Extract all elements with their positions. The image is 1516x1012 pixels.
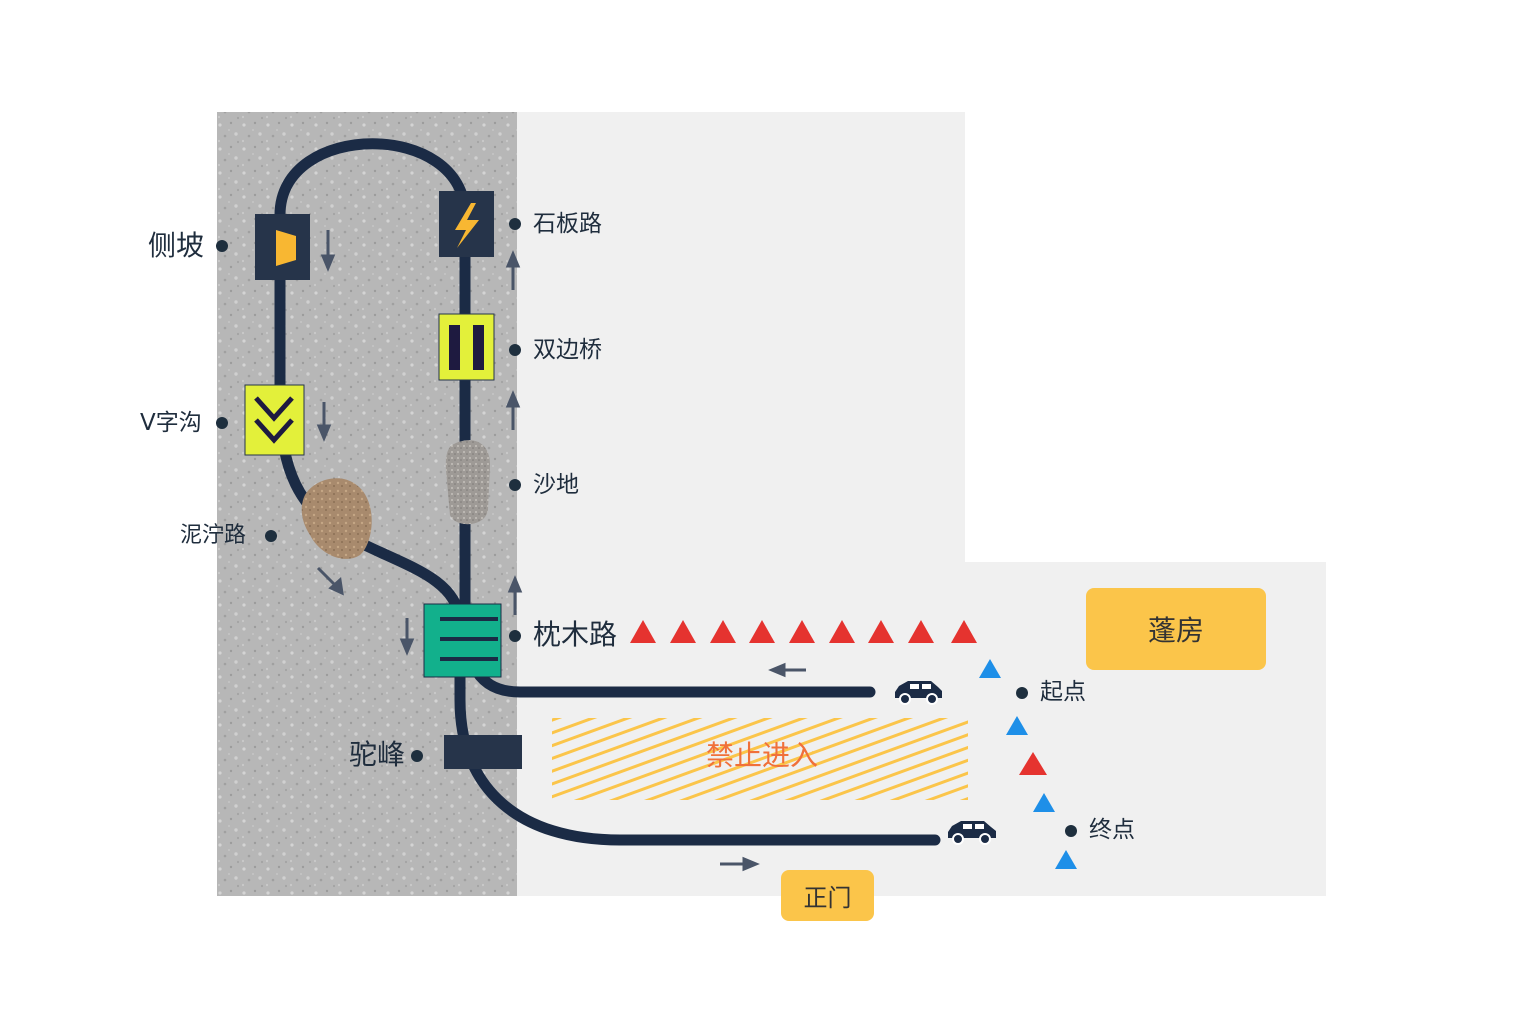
arrow-diag-icon (316, 566, 344, 596)
arrow-up-icon (507, 575, 523, 615)
track-exit (274, 394, 941, 846)
label-side-slope: 侧坡 (148, 229, 205, 262)
arrow-down-icon (399, 618, 415, 656)
blue-cones (979, 659, 1077, 869)
cone-red-icon (951, 620, 977, 643)
label-dot (1065, 825, 1077, 837)
label-mud-road: 泥泞路 (180, 523, 247, 548)
arrow-left-icon (768, 662, 806, 678)
arrow-right-icon (720, 856, 760, 872)
arrow-down-icon (316, 402, 332, 442)
label-finish: 终点 (1089, 817, 1135, 843)
label-dot (509, 630, 521, 642)
double-bridge-icon (438, 313, 495, 381)
cone-red-icon (908, 620, 934, 643)
arrow-up-icon (505, 250, 521, 290)
label-dot (411, 750, 423, 762)
direction-arrows (316, 230, 806, 872)
label-v-ditch: V字沟 (140, 410, 202, 436)
arrow-down-icon (320, 230, 336, 272)
car-icon (895, 681, 942, 705)
red-cones (630, 620, 1047, 775)
main-gate-label: 正门 (803, 884, 852, 912)
sand-patch (445, 440, 490, 525)
v-ditch-icon (244, 384, 305, 456)
cone-blue-icon (979, 659, 1001, 678)
tent-area: 蓬房 (1086, 588, 1266, 670)
hump-block (444, 735, 522, 769)
tent-label: 蓬房 (1147, 614, 1204, 647)
label-dot (509, 344, 521, 356)
lightning-icon (439, 191, 494, 257)
cone-red-icon (670, 620, 696, 643)
cone-blue-icon (1055, 850, 1077, 869)
label-dot (1016, 687, 1028, 699)
cone-red-icon (630, 620, 656, 643)
car-icon (948, 821, 996, 845)
label-start: 起点 (1040, 679, 1086, 705)
label-dot (509, 479, 521, 491)
sleeper-road-icon (423, 603, 502, 678)
track-loop (274, 138, 471, 616)
cone-red-icon (829, 620, 855, 643)
label-sand: 沙地 (533, 472, 579, 498)
mud-patch (301, 478, 372, 559)
arrow-up-icon (505, 390, 521, 430)
main-gate: 正门 (781, 870, 874, 921)
label-hump: 驼峰 (349, 738, 406, 771)
cone-red-icon (710, 620, 736, 643)
label-dot (265, 530, 277, 542)
cone-blue-icon (1033, 793, 1055, 812)
cone-red-icon (789, 620, 815, 643)
cone-blue-icon (1006, 716, 1028, 735)
no-entry-zone (552, 718, 968, 800)
label-dot (216, 417, 228, 429)
label-dot (509, 218, 521, 230)
cone-red-icon (749, 620, 775, 643)
cone-red-icon (1019, 752, 1047, 775)
label-double-bridge: 双边桥 (533, 337, 602, 363)
cone-red-icon (868, 620, 894, 643)
label-stone-road: 石板路 (533, 211, 602, 237)
label-sleeper-road: 枕木路 (533, 618, 618, 651)
label-no-entry: 禁止进入 (706, 739, 819, 772)
side-slope-icon (255, 214, 310, 280)
label-dot (216, 240, 228, 252)
